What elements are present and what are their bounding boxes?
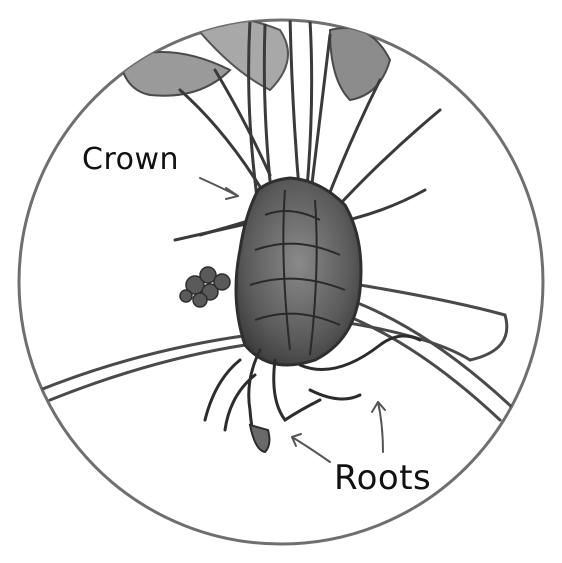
root-tip [250, 425, 269, 452]
crown-body [236, 178, 361, 365]
roots-arrow-left [292, 434, 330, 462]
flower-cluster [180, 267, 230, 307]
leaf-top-left [120, 52, 230, 96]
crown-label: Crown [82, 142, 179, 177]
roots-arrow-right [372, 402, 385, 452]
roots-label: Roots [334, 458, 431, 498]
crown-arrow [200, 178, 238, 199]
